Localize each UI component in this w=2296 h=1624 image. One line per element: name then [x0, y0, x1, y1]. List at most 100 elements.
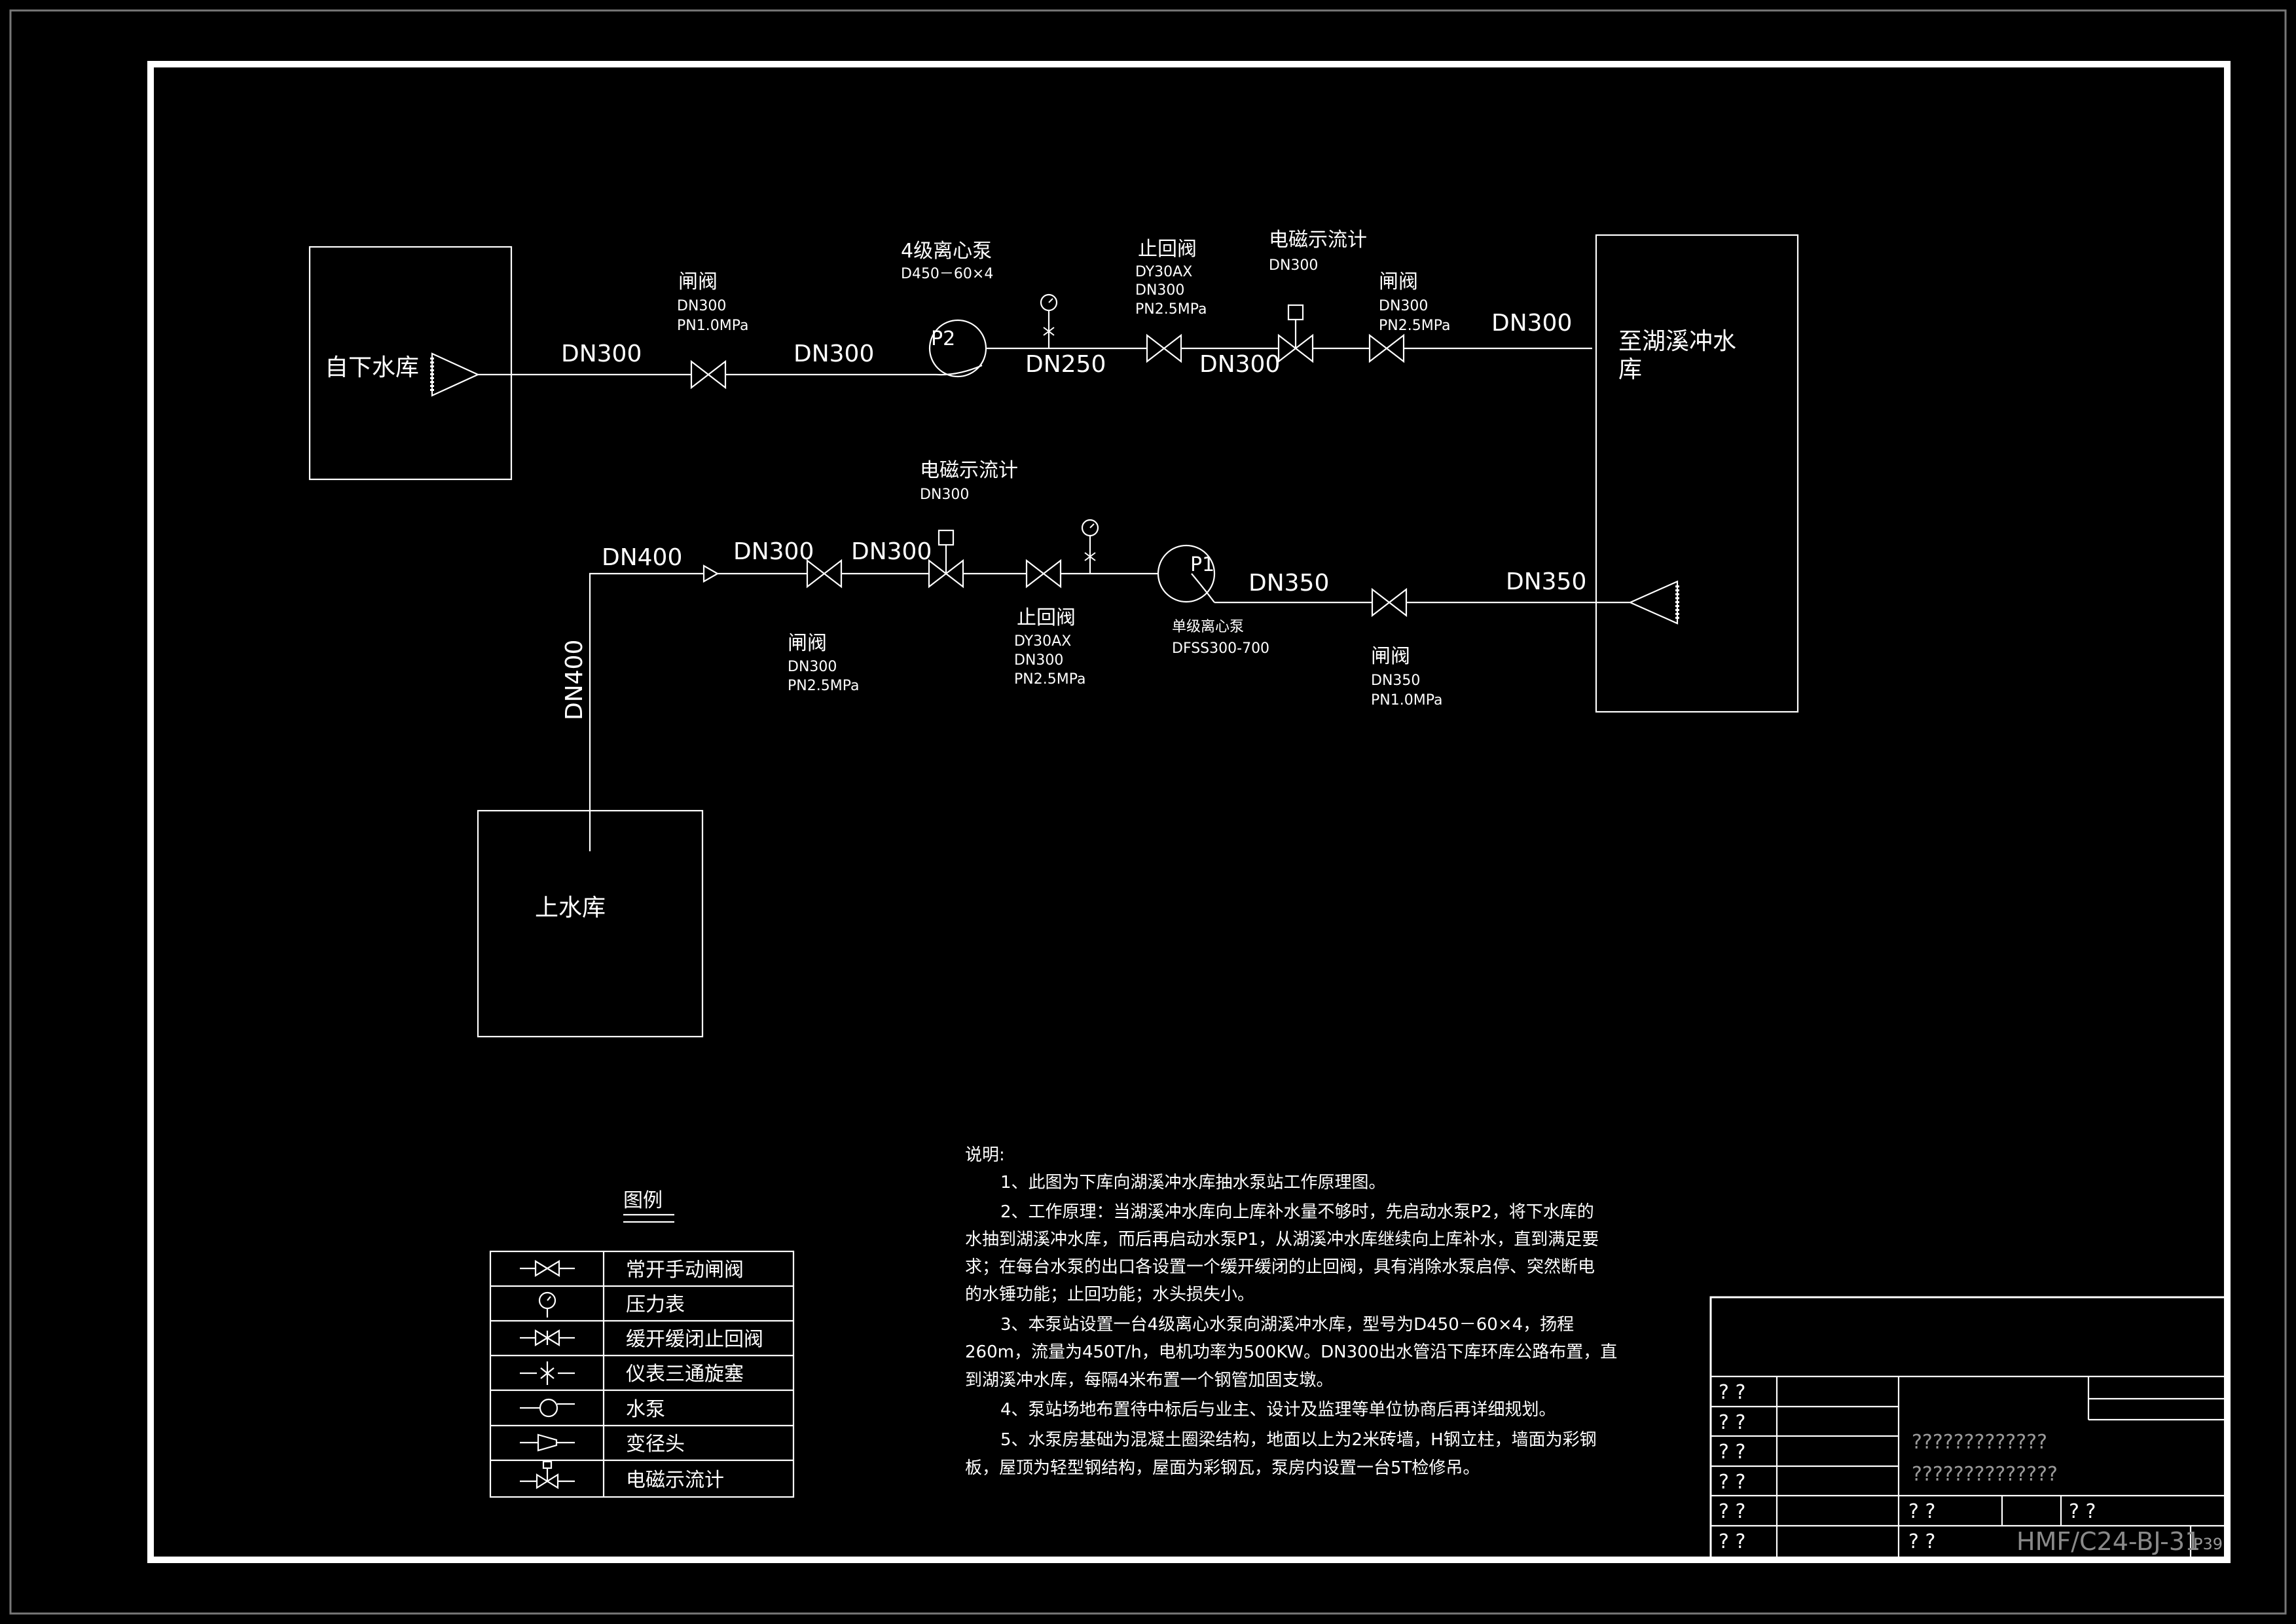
pipe-label: DN300 [793, 341, 874, 367]
title-block-cell: ? ? [1719, 1471, 1745, 1494]
gate-valve-icon [690, 360, 727, 389]
legend-label: 压力表 [626, 1293, 685, 1316]
valve-spec: DN300 [1135, 282, 1184, 299]
valve-spec: DY30AX [1014, 633, 1071, 650]
valve-spec: PN2.5MPa [1135, 301, 1207, 318]
title-block-cell: ? ? [1908, 1530, 1935, 1553]
valve-spec: PN2.5MPa [788, 678, 859, 694]
pressure-gauge-icon [1040, 293, 1058, 350]
title-block-cell: ? ? [1719, 1500, 1745, 1523]
flow-meter-label: 电磁示流计 [920, 459, 1018, 482]
note-line: 水抽到湖溪冲水库，而后再启动水泵P1，从湖溪冲水库继续向上库补水，直到满足要 [965, 1230, 1599, 1249]
valve-spec: DN300 [1379, 298, 1428, 314]
note-line: 5、水泵房基础为混凝土圈梁结构，地面以上为2米砖墙，H钢立柱，墙面为彩钢 [1000, 1430, 1597, 1450]
drawing-title: ????????????? [1912, 1431, 2047, 1454]
title-block-cell: ? ? [1719, 1381, 1745, 1404]
legend-row: 压力表 [538, 1291, 685, 1318]
gate-valve-icon [520, 1260, 575, 1277]
check-valve-icon [1146, 334, 1182, 363]
slow-close-check-valve-icon [520, 1329, 575, 1346]
legend-label: 常开手动闸阀 [626, 1259, 744, 1282]
legend-title: 图例 [623, 1189, 663, 1212]
pipe-label: DN350 [1248, 570, 1329, 597]
page-number: P39 [2193, 1535, 2223, 1553]
notes-title: 说明: [965, 1145, 1005, 1165]
pressure-gauge-icon [1081, 519, 1099, 575]
three-way-cock-icon [520, 1361, 575, 1385]
legend-label: 缓开缓闭止回阀 [626, 1328, 763, 1351]
pressure-gauge-icon [538, 1291, 556, 1318]
note-line: 到湖溪冲水库，每隔4米布置一个钢管加固支墩。 [965, 1371, 1334, 1390]
note-line: 4、泵站场地布置待中标后与业主、设计及监理等单位协商后再详细规划。 [1000, 1400, 1556, 1420]
pipe-label: DN300 [851, 538, 932, 565]
flow-meter-label: 电磁示流计 [1269, 229, 1367, 251]
outer-frame [9, 9, 2287, 1615]
pipe-label: DN250 [1025, 351, 1106, 378]
legend-row: 变径头 [520, 1433, 685, 1456]
suction-bell-icon [1628, 580, 1679, 625]
flow-meter-icon [1277, 304, 1314, 363]
pipe-label: DN400 [602, 544, 682, 571]
pipe-label: DN300 [561, 341, 642, 367]
notes: 说明: 1、此图为下库向湖溪冲水库抽水泵站工作原理图。 2、工作原理：当湖溪冲水… [965, 1145, 1617, 1478]
pipe-label: DN350 [1506, 568, 1586, 595]
huxi-reservoir-label: 库 [1618, 356, 1642, 383]
flow-meter-icon [520, 1460, 575, 1489]
pump-model: DFSS300-700 [1172, 640, 1269, 657]
pump-model: D450－60×4 [901, 266, 993, 282]
gate-valve-icon [806, 559, 843, 588]
valve-spec: PN1.0MPa [677, 318, 748, 334]
pump-icon [1157, 544, 1216, 603]
valve-label: 闸阀 [1379, 270, 1418, 293]
title-block: ? ? ? ? ? ? ? ? ? ? ? ? ????????????? ??… [1709, 1296, 2227, 1560]
legend-label: 变径头 [626, 1433, 685, 1456]
valve-spec: DN300 [677, 298, 726, 314]
valve-spec: PN2.5MPa [1379, 318, 1450, 334]
pipe-label: DN300 [1199, 351, 1280, 378]
note-line: 的水锤功能；止回功能；水头损失小。 [965, 1285, 1254, 1304]
legend-label: 仪表三通旋塞 [626, 1363, 744, 1386]
legend-row: 电磁示流计 [520, 1460, 724, 1492]
legend-row: 常开手动闸阀 [520, 1259, 744, 1282]
pipe-label: DN300 [1491, 310, 1572, 337]
flow-meter-icon [928, 529, 964, 588]
note-line: 3、本泵站设置一台4级离心水泵向湖溪冲水库，型号为D450－60×4，扬程 [1000, 1315, 1574, 1335]
pump-symbol: P1 [1190, 553, 1214, 576]
check-valve-icon [1025, 559, 1062, 588]
pipe-label-vertical: DN400 [561, 640, 588, 720]
gate-valve-icon [1368, 334, 1405, 363]
legend-label: 电磁示流计 [626, 1469, 724, 1492]
note-line: 板，屋顶为轻型钢结构，屋面为彩钢瓦，泵房内设置一台5T检修吊。 [965, 1458, 1480, 1478]
note-line: 260m，流量为450T/h，电机功率为500KW。DN300出水管沿下库环库公… [965, 1342, 1617, 1362]
legend-row: 缓开缓闭止回阀 [520, 1328, 763, 1351]
drawing-subtitle: ?????????????? [1912, 1463, 2058, 1486]
reducer-icon [520, 1433, 575, 1452]
title-block-cell: ? ? [1908, 1500, 1935, 1523]
reducer-icon [702, 564, 720, 583]
drawing-frame [147, 61, 2231, 1563]
pump-symbol: P2 [931, 327, 955, 350]
pump-icon [520, 1398, 575, 1418]
upper-reservoir-label: 上水库 [535, 895, 606, 921]
valve-spec: DN300 [1014, 652, 1063, 669]
title-block-cell: ? ? [1719, 1530, 1745, 1553]
legend-label: 水泵 [626, 1398, 665, 1421]
drawing-number: HMF/C24-BJ-31 [2016, 1527, 2200, 1556]
flow-meter-spec: DN300 [920, 487, 969, 503]
huxi-reservoir-label: 至湖溪冲水 [1618, 328, 1736, 355]
lower-reservoir: 自下水库 [308, 246, 513, 481]
valve-label: 止回阀 [1017, 606, 1076, 629]
valve-spec: DN350 [1371, 673, 1420, 689]
pipe-label: DN300 [733, 538, 814, 565]
note-line: 1、此图为下库向湖溪冲水库抽水泵站工作原理图。 [1000, 1173, 1386, 1192]
valve-label: 闸阀 [788, 632, 827, 655]
valve-spec: DN300 [788, 659, 837, 675]
note-line: 求；在每台水泵的出口各设置一个缓开缓闭的止回阀，具有消除水泵启停、突然断电 [965, 1257, 1595, 1277]
gate-valve-icon [1371, 588, 1408, 617]
legend-row: 水泵 [520, 1398, 665, 1421]
legend-row: 仪表三通旋塞 [520, 1361, 744, 1386]
pump-p1: P1 单级离心泵 DFSS300-700 [1157, 544, 1269, 657]
valve-spec: PN2.5MPa [1014, 671, 1085, 688]
legend: 图例 常开手动闸阀 压力表 缓开缓闭止回阀 [489, 1189, 795, 1498]
flow-meter-spec: DN300 [1269, 257, 1318, 274]
